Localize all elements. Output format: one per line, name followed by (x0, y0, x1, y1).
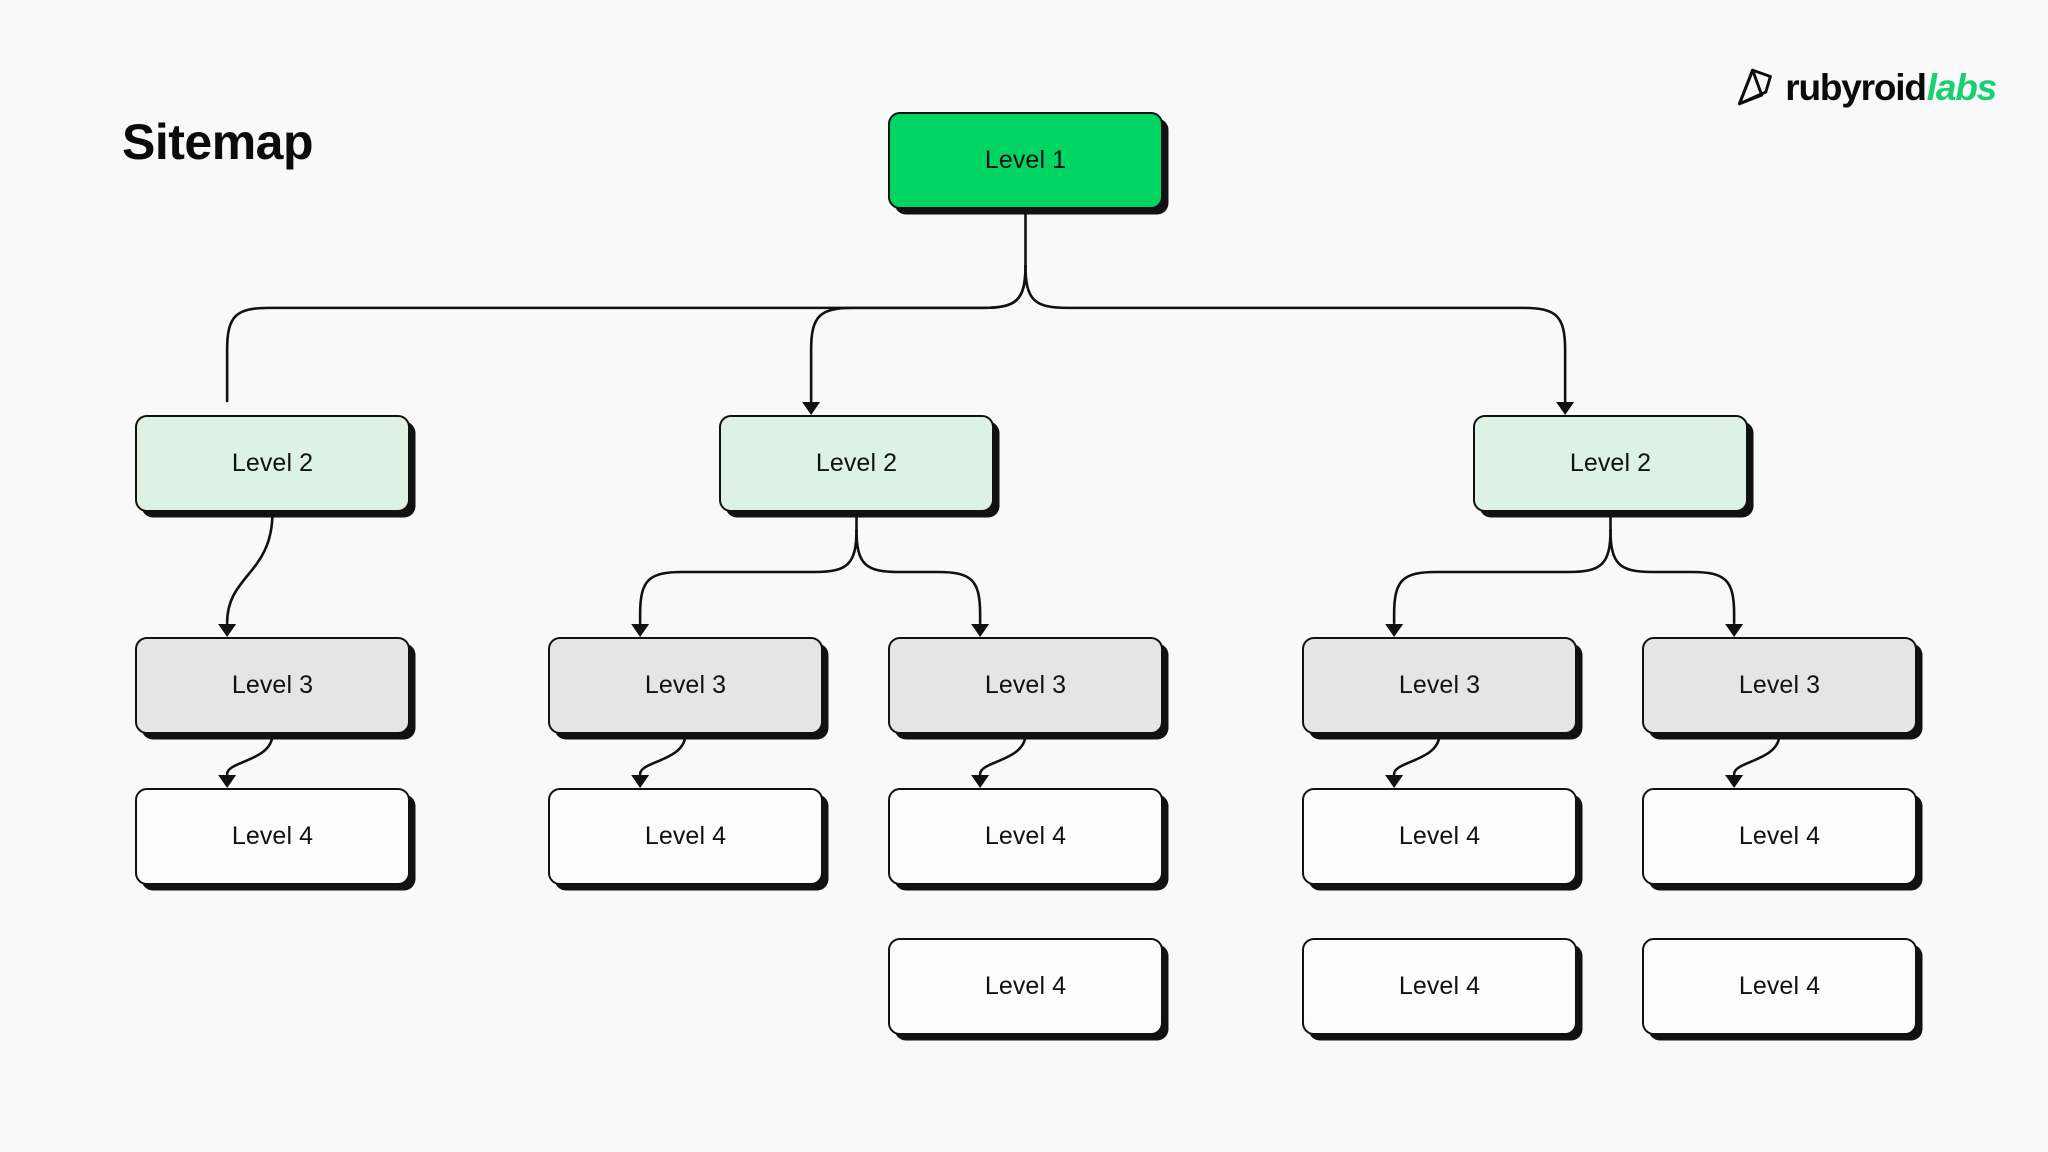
connector-curve (1392, 732, 1441, 776)
connector-arrowhead (631, 775, 650, 788)
rubyroid-diamond-logo-icon (1738, 68, 1773, 106)
node-level-4[interactable]: Level 4 (1642, 938, 1917, 1035)
node-level-4[interactable]: Level 4 (135, 788, 410, 885)
node-label: Level 3 (644, 671, 727, 699)
node-label: Level 2 (231, 449, 314, 477)
connector-arrowhead (1385, 775, 1404, 788)
connector-curve (978, 732, 1027, 776)
page-title: Sitemap (122, 114, 314, 170)
connector-arrowhead (631, 624, 650, 637)
connector-branch (855, 528, 982, 625)
connector-curve (225, 510, 274, 625)
connector-branch (1609, 528, 1736, 625)
node-level-2[interactable]: Level 2 (135, 415, 410, 512)
node-label: Level 4 (644, 822, 727, 850)
node-level-4[interactable]: Level 4 (888, 788, 1163, 885)
connector-branch (1024, 264, 1567, 403)
node-label: Level 4 (984, 822, 1067, 850)
node-level-4[interactable]: Level 4 (1302, 788, 1577, 885)
node-level-1[interactable]: Level 1 (888, 112, 1163, 209)
node-label: Level 2 (1569, 449, 1652, 477)
node-label: Level 4 (1398, 972, 1481, 1000)
connector-curve (1732, 732, 1781, 776)
node-label: Level 4 (1738, 972, 1821, 1000)
node-level-4[interactable]: Level 4 (548, 788, 823, 885)
node-level-4[interactable]: Level 4 (888, 938, 1163, 1035)
connector-arrowhead (971, 775, 990, 788)
connector-arrowhead (218, 624, 237, 637)
connector-arrowhead (1725, 624, 1744, 637)
node-level-4[interactable]: Level 4 (1642, 788, 1917, 885)
node-label: Level 3 (1738, 671, 1821, 699)
connector-branch (638, 528, 858, 625)
brand-name-accent: labs (1926, 66, 1997, 108)
connector-arrowhead (802, 402, 821, 415)
node-label: Level 4 (1738, 822, 1821, 850)
node-label: Level 3 (984, 671, 1067, 699)
node-label: Level 3 (1398, 671, 1481, 699)
node-level-3[interactable]: Level 3 (1642, 637, 1917, 734)
connector-curve (638, 732, 687, 776)
connector-curve (225, 732, 274, 776)
connector-arrowhead (218, 775, 237, 788)
node-label: Level 4 (1398, 822, 1481, 850)
connector-arrowhead (1385, 624, 1404, 637)
node-label: Level 2 (815, 449, 898, 477)
node-label: Level 3 (231, 671, 314, 699)
connector-arrowhead (971, 624, 990, 637)
node-level-2[interactable]: Level 2 (1473, 415, 1748, 512)
node-level-4[interactable]: Level 4 (1302, 938, 1577, 1035)
node-level-3[interactable]: Level 3 (548, 637, 823, 734)
connector-branch (809, 264, 1027, 403)
brand-name-dark: rubyroid (1785, 66, 1927, 108)
node-label: Level 1 (984, 146, 1067, 174)
node-label: Level 4 (231, 822, 314, 850)
node-label: Level 4 (984, 972, 1067, 1000)
connector-arrowhead (1725, 775, 1744, 788)
node-level-3[interactable]: Level 3 (888, 637, 1163, 734)
connector-branch (1392, 528, 1612, 625)
node-level-3[interactable]: Level 3 (135, 637, 410, 734)
connector-arrowhead (1556, 402, 1575, 415)
node-level-3[interactable]: Level 3 (1302, 637, 1577, 734)
connector-branch (225, 264, 1027, 403)
node-level-2[interactable]: Level 2 (719, 415, 994, 512)
